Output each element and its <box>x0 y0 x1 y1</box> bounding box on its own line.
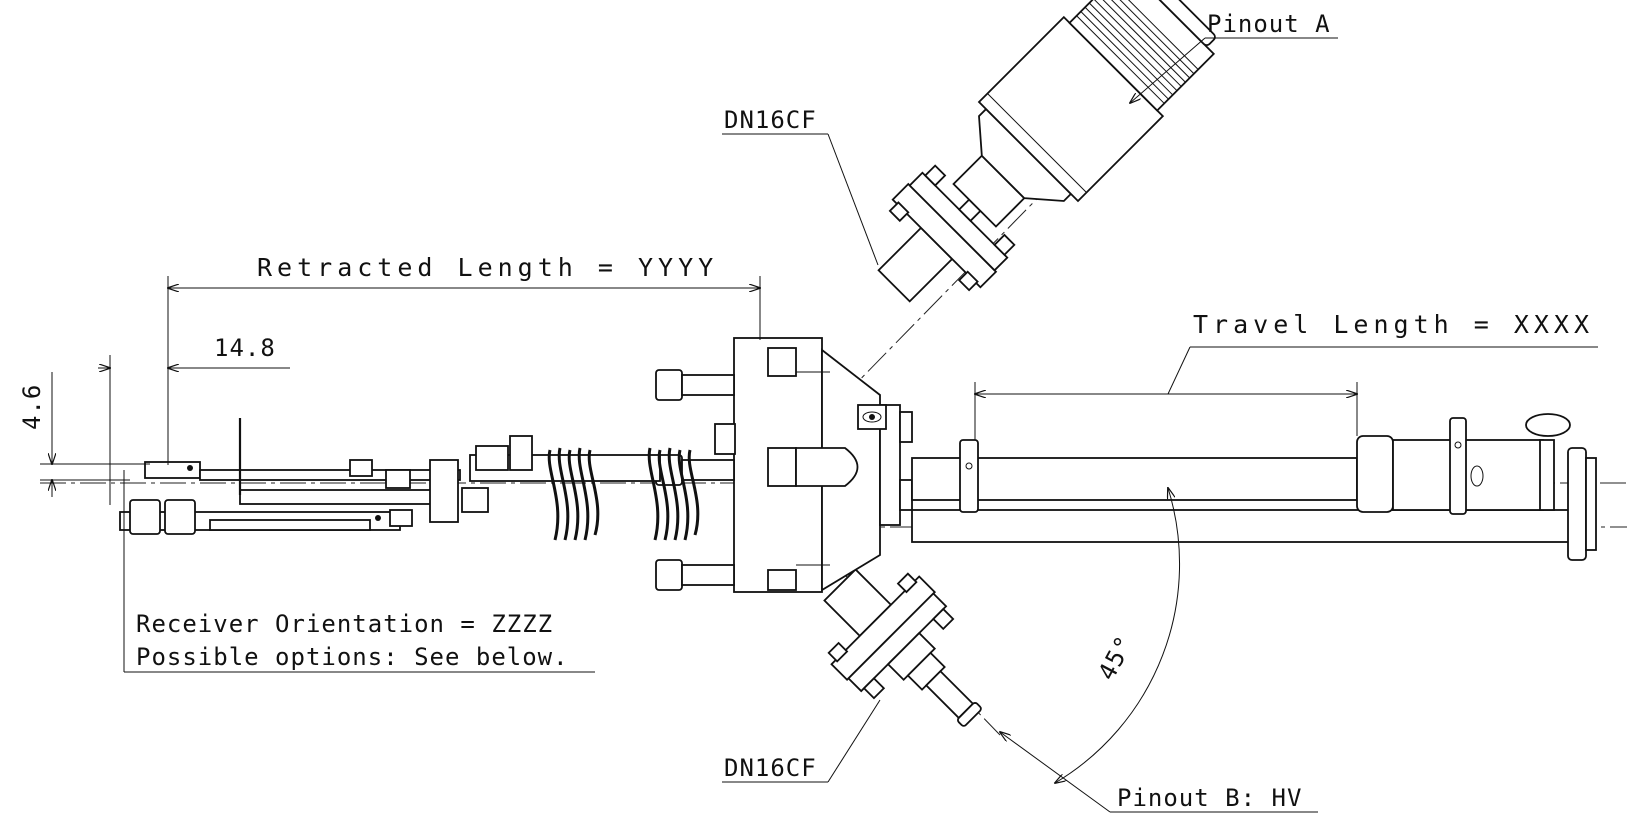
angle-label: 45° <box>1093 631 1139 685</box>
dimension-4-6-label: 4.6 <box>18 384 46 430</box>
dimension-14-8: 14.8 <box>98 334 290 505</box>
lower-feedthrough <box>823 568 982 727</box>
chamber-studs <box>655 369 735 591</box>
travel-length-label: Travel Length = XXXX <box>1193 310 1594 339</box>
dimension-14-8-label: 14.8 <box>214 334 276 362</box>
dimension-4-6: 4.6 <box>18 372 150 497</box>
retracted-length-label: Retracted Length = YYYY <box>257 253 718 282</box>
dn16cf-bottom-label: DN16CF <box>724 754 817 782</box>
receiver-orientation-label: Receiver Orientation = ZZZZ <box>136 610 553 638</box>
retracted-length-dimension: Retracted Length = YYYY <box>168 253 760 465</box>
pinout-b-label: Pinout B: HV <box>1117 784 1302 812</box>
pinout-b-callout: Pinout B: HV <box>1000 732 1318 813</box>
bellows-coils <box>469 423 736 541</box>
dn16cf-top-label: DN16CF <box>724 106 817 134</box>
dn16cf-top-callout: DN16CF <box>722 106 879 266</box>
pinout-a-callout: Pinout A <box>1130 10 1338 103</box>
upper-feedthrough <box>877 0 1216 303</box>
receiver-orientation-callout: Receiver Orientation = ZZZZ Possible opt… <box>123 470 595 673</box>
travel-length-dimension: Travel Length = XXXX <box>975 310 1598 440</box>
actuator-assembly <box>911 413 1597 561</box>
pinout-a-label: Pinout A <box>1207 10 1331 38</box>
chamber-block <box>733 337 913 593</box>
receiver-head <box>119 418 489 535</box>
possible-options-label: Possible options: See below. <box>136 643 569 671</box>
dn16cf-bottom-callout: DN16CF <box>722 699 881 783</box>
